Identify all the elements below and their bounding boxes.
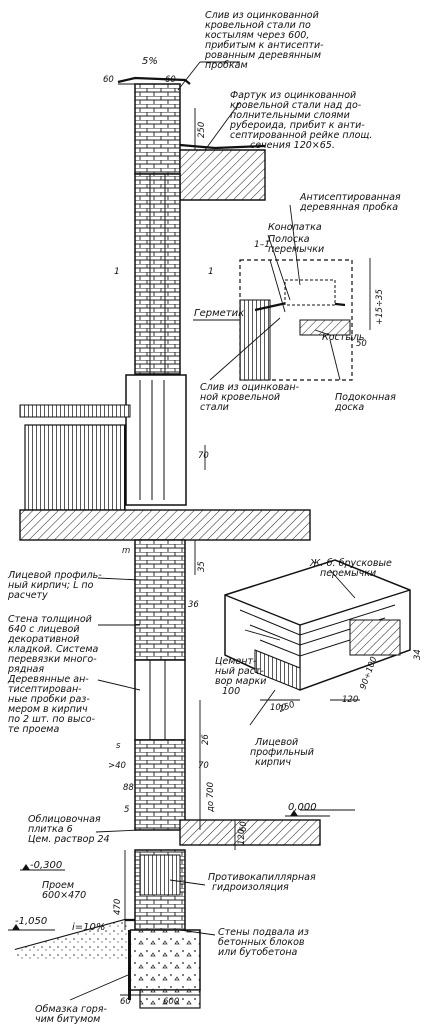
lintel-end — [349, 619, 401, 656]
labels: Слив из оцинкованной кровельной стали по… — [7, 10, 423, 1025]
dim-60: 60 — [239, 821, 249, 832]
slope-label: i=10% — [72, 922, 105, 933]
note-caulk: Конопатка — [268, 222, 322, 233]
upper-wall — [134, 173, 181, 375]
svg-text:0,000: 0,000 — [288, 802, 317, 813]
note-capillary: Противокапиллярная гидроизоляция — [208, 872, 319, 893]
dim-470: 470 — [113, 899, 123, 915]
lower-wall — [134, 739, 186, 831]
note-sealant: Герметик — [194, 308, 244, 319]
level-ground: -1,050 — [8, 916, 55, 931]
detail-plug — [284, 279, 336, 306]
note-lintel-strip: Полоска перемычки — [268, 234, 324, 255]
note-hot-bitumen: Обмазка горя- чим битумом — [35, 1004, 110, 1025]
note-wall-640: Стена толщиной 640 с лицевой декоративно… — [7, 614, 101, 675]
note-wooden-plugs: Деревянные ан- тисептирован- ные пробки … — [7, 674, 98, 735]
parapet-flashing — [117, 76, 191, 85]
dim-5: 5 — [124, 805, 129, 815]
radiator-top — [19, 404, 131, 418]
wall-section — [14, 76, 321, 1009]
note-profile-brick: Лицевой профильный кирпич — [250, 737, 317, 768]
dim-70-upper: 70 — [198, 451, 209, 461]
note-opening: Проем 600×470 — [42, 880, 86, 901]
note-cladding-tile: Облицовочная плитка 6 Цем. раствор 24 — [28, 814, 110, 845]
note-facing-brick: Лицевой профиль- ный кирпич; L по расчет… — [7, 570, 105, 601]
roof-apron — [179, 143, 266, 150]
note-antiseptic-plug: Антисептированная деревянная пробка — [299, 192, 404, 213]
dim-s-mark: s — [116, 741, 121, 751]
dim-60b: 60 — [120, 997, 131, 1007]
svg-text:-0,300: -0,300 — [30, 860, 62, 871]
window-frame-lower — [134, 659, 186, 741]
basement-window — [139, 854, 181, 896]
ground-slab — [179, 819, 321, 846]
section-mark-detail: 1–1 — [254, 240, 270, 250]
dim-sill-tol: +15÷35 — [375, 289, 385, 325]
parapet-brick — [134, 83, 181, 175]
detail-sill — [239, 259, 353, 381]
dim-top-overhang: 60 — [103, 75, 114, 85]
dim-top-width: 60 — [165, 75, 176, 85]
dim-120b: 120 — [237, 829, 247, 845]
note-mortar: Цемент- ный раст- вор марки 100 — [215, 656, 269, 697]
ground-fill — [15, 920, 130, 960]
level-ground-floor: 0,000 — [285, 802, 330, 817]
dim-36: 36 — [188, 600, 199, 610]
window-frame-upper — [125, 374, 187, 506]
dim-34: 34 — [413, 649, 423, 660]
level-basement-window: -0,300 — [20, 860, 65, 871]
dim-600: 600 — [163, 997, 179, 1007]
dim-88: 88 — [123, 783, 134, 793]
section-mark-right: 1 — [208, 267, 214, 277]
note-bracket: Костыль — [322, 332, 365, 343]
foundation-footing — [139, 989, 201, 1009]
dim-26: 26 — [201, 734, 211, 745]
note-basement-walls: Стены подвала из бетонных блоков или бут… — [218, 927, 312, 958]
dim-m-mark: m — [122, 546, 130, 556]
dim-100-brick: 100 — [270, 703, 286, 713]
note-apron: Фартук из оцинкованной кровельной стали … — [229, 90, 375, 151]
roof-slab — [179, 149, 266, 201]
middle-wall — [134, 539, 186, 661]
lintel-isometric — [224, 559, 411, 691]
dim-slope: 5% — [142, 56, 158, 67]
note-window-sill-flashing: Слив из оцинкован- ной кровельной стали — [200, 382, 302, 413]
dim-lines — [118, 83, 371, 996]
radiator — [24, 424, 126, 511]
dim-700: до 700 — [206, 782, 216, 813]
detail-sill-board — [299, 319, 351, 336]
floor-slab — [19, 509, 311, 541]
note-cap-flashing: Слив из оцинкованной кровельной стали по… — [204, 10, 327, 71]
profile-brick-block — [254, 649, 301, 691]
dim-120: 120 — [342, 695, 358, 705]
svg-text:-1,050: -1,050 — [15, 916, 47, 927]
section-mark-left: 1 — [114, 267, 120, 277]
bitumen-coat — [128, 930, 131, 1000]
dim-sill-50: 50 — [356, 339, 367, 349]
dim-35: 35 — [197, 561, 207, 572]
dim-40: >40 — [108, 761, 126, 771]
note-sill-board: Подоконная доска — [334, 392, 399, 413]
note-rc-lintels: Ж.-б. брусковые перемычки — [309, 558, 395, 579]
dim-70-lower: 70 — [198, 761, 209, 771]
foundation-block — [129, 929, 201, 991]
dim-apron-height: 250 — [197, 122, 207, 138]
leaders — [69, 61, 356, 1001]
